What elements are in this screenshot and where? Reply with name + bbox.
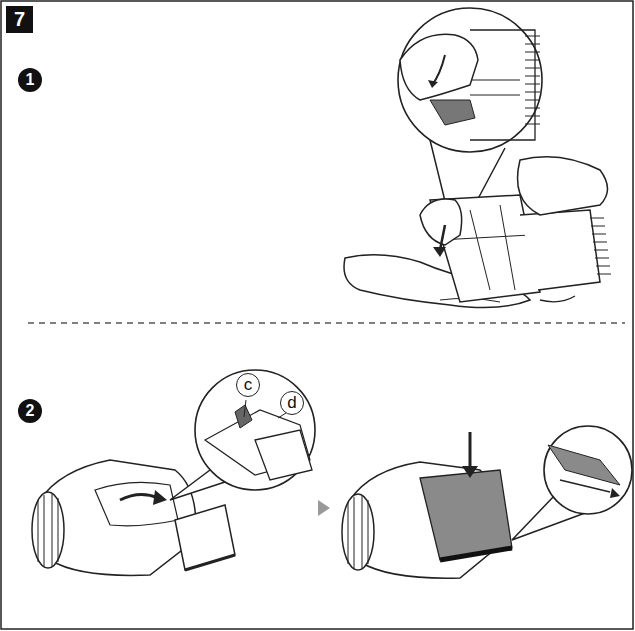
step-number: 2 <box>18 399 42 423</box>
callout-letter: c <box>236 373 260 397</box>
section-number: 7 <box>6 6 33 33</box>
step-number: 1 <box>18 68 42 92</box>
callout-letter: d <box>280 391 304 415</box>
